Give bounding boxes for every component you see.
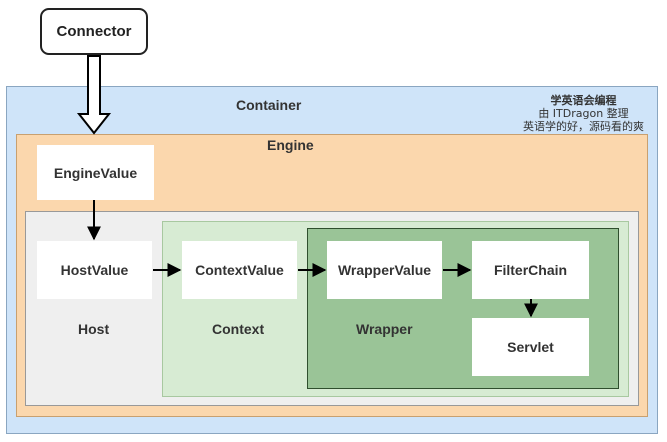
wrapper-valve-box: WrapperValue — [327, 241, 442, 299]
note-line-2: 由 ITDragon 整理 — [538, 107, 629, 120]
context-label: Context — [212, 321, 265, 337]
note-line-3: 英语学的好，源码看的爽 — [523, 120, 644, 133]
connector-box: Connector — [40, 8, 148, 55]
watermark-note: 学英语会编程 由 ITDragon 整理 英语学的好，源码看的爽 — [523, 94, 644, 133]
wrapper-label: Wrapper — [356, 321, 413, 337]
filter-chain-box: FilterChain — [472, 241, 589, 299]
host-label: Host — [78, 321, 110, 337]
connector-to-container-arrow — [76, 55, 112, 135]
note-line-1: 学英语会编程 — [550, 94, 617, 107]
context-valve-box: ContextValue — [182, 241, 297, 299]
engine-label: Engine — [267, 137, 314, 153]
servlet-box: Servlet — [472, 318, 589, 376]
container-label: Container — [236, 97, 302, 113]
host-valve-box: HostValue — [37, 241, 152, 299]
engine-valve-box: EngineValue — [37, 145, 154, 200]
